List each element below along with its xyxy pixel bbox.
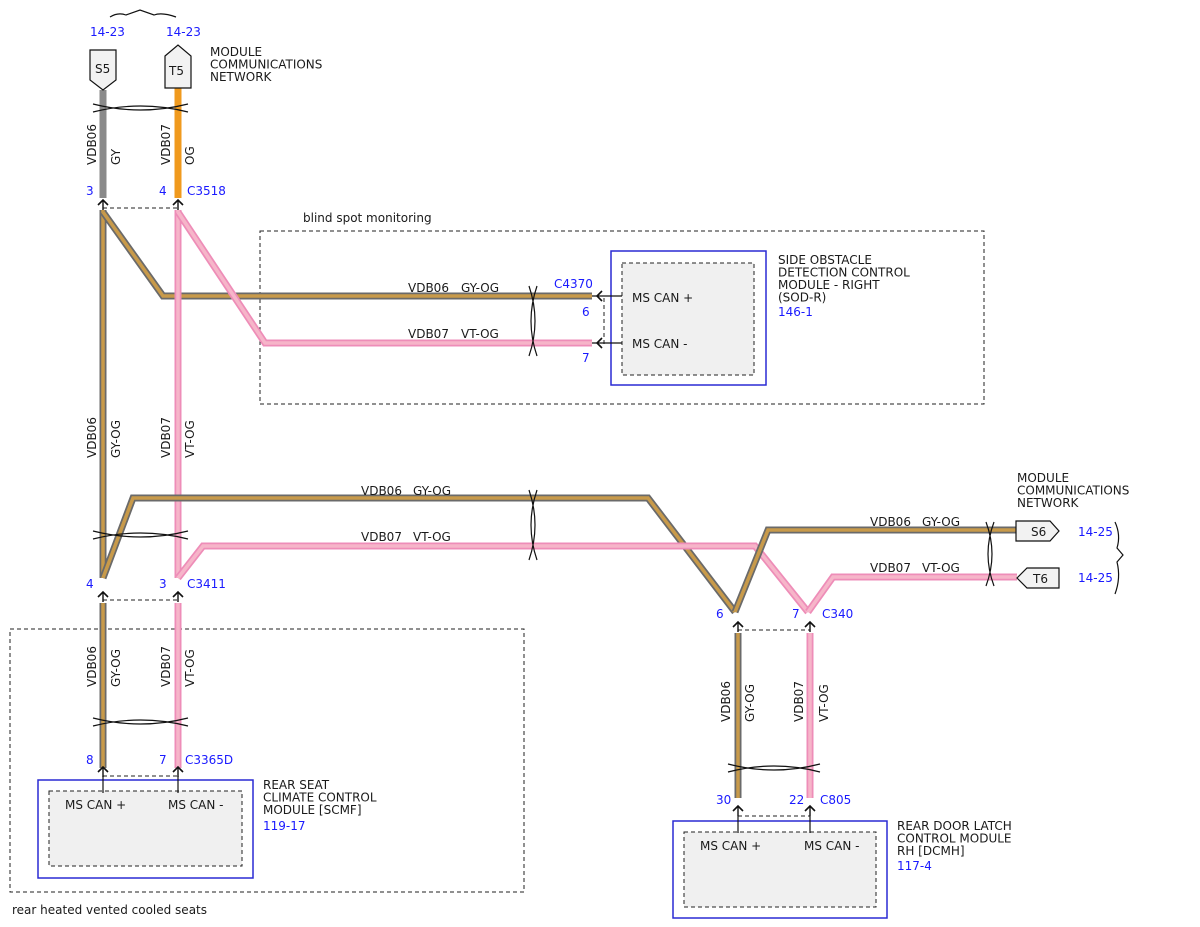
blind-spot-group-label: blind spot monitoring: [303, 211, 432, 225]
twist-right-icon: [985, 521, 995, 587]
pin-3-c3411: 3: [159, 577, 167, 591]
pin-6-c340: 6: [716, 607, 724, 621]
connector-c3365d: C3365D: [185, 753, 233, 767]
pin-7-c3365d: 7: [159, 753, 167, 767]
pin-8-c3365d: 8: [86, 753, 94, 767]
dcmh-module[interactable]: MS CAN + MS CAN -: [672, 820, 888, 919]
bsm-wire2-color: VT-OG: [461, 327, 499, 341]
mid-wire1-circuit: VDB06: [361, 484, 402, 498]
connector-c3518: C3518: [187, 184, 226, 198]
ref-brace-icon: [109, 9, 177, 18]
twist-c3411-icon: [92, 530, 189, 540]
dl-left-circuit: VDB06: [719, 681, 733, 722]
twist-bsm-icon: [528, 285, 538, 357]
pin-3-c3518: 3: [86, 184, 94, 198]
ref-s6: 14-25: [1078, 525, 1113, 539]
connector-s6[interactable]: S6: [1015, 520, 1060, 542]
sod-r-module-name: SIDE OBSTACLE DETECTION CONTROL MODULE -…: [778, 253, 914, 305]
ref-t6: 14-25: [1078, 571, 1113, 585]
right-wire2-circuit: VDB07: [870, 561, 911, 575]
sod-r-module-ref: 146-1: [778, 305, 813, 319]
dl-right-color: VT-OG: [817, 684, 831, 722]
wire-gy-og-to-c4370: [100, 209, 592, 300]
dcmh-pin-ms-can-plus: MS CAN +: [700, 839, 761, 853]
pin-4-c3411: 4: [86, 577, 94, 591]
mid-wire1-color: GY-OG: [413, 484, 451, 498]
twist-door-latch-icon: [727, 763, 821, 773]
dcmh-module-ref: 117-4: [897, 859, 932, 873]
top-wire-circuit-vdb07: VDB07: [159, 124, 173, 165]
svg-text:T5: T5: [168, 64, 184, 78]
right-wire2-color: VT-OG: [922, 561, 960, 575]
scmf-module-name: REAR SEAT CLIMATE CONTROL MODULE [SCMF]: [263, 778, 380, 817]
twist-mid-icon: [528, 489, 538, 561]
right-network-label: MODULE COMMUNICATIONS NETWORK: [1017, 471, 1133, 510]
ref-t5: 14-23: [166, 25, 201, 39]
trunk-right-color: VT-OG: [183, 420, 197, 458]
terminal-c4370-6-chevron-icon: [595, 290, 603, 302]
wire-gy-og-mid: [99, 494, 738, 615]
connector-s5[interactable]: S5: [89, 49, 117, 91]
scmf-pin-ms-can-plus: MS CAN +: [65, 798, 126, 812]
top-wire-color-gy: GY: [109, 148, 123, 165]
pin-7-c340: 7: [792, 607, 800, 621]
twist-top-icon: [92, 103, 189, 113]
rear-seat-group-box: [9, 628, 525, 893]
top-wire-color-og: OG: [183, 146, 197, 165]
dcmh-pin-ms-can-minus: MS CAN -: [804, 839, 860, 853]
connector-t5[interactable]: T5: [164, 44, 192, 89]
bsm-wire1-circuit: VDB06: [408, 281, 449, 295]
dl-right-circuit: VDB07: [792, 681, 806, 722]
wire-vt-og-mid: [175, 542, 811, 615]
connector-c4370: C4370: [554, 277, 593, 291]
top-wire-circuit-vdb06: VDB06: [85, 124, 99, 165]
connector-c340: C340: [822, 607, 853, 621]
terminal-c4370-7-chevron-icon: [595, 337, 603, 349]
pin-22-c805: 22: [789, 793, 804, 807]
ref-s5: 14-23: [90, 25, 125, 39]
right-wire1-circuit: VDB06: [870, 515, 911, 529]
wire-vt-og-to-c4370: [175, 210, 592, 347]
twist-rear-seat-icon: [92, 717, 189, 727]
connector-c805: C805: [820, 793, 851, 807]
top-network-label: MODULE COMMUNICATIONS NETWORK: [210, 45, 326, 84]
rs-right-circuit: VDB07: [159, 646, 173, 687]
svg-text:S6: S6: [1031, 525, 1046, 539]
pin-6-c4370: 6: [582, 305, 590, 319]
bsm-wire2-circuit: VDB07: [408, 327, 449, 341]
wire-vt-og-to-t6: [805, 573, 1017, 615]
sod-r-pin-ms-can-plus: MS CAN +: [632, 291, 693, 305]
rs-right-color: VT-OG: [183, 649, 197, 687]
mid-wire2-color: VT-OG: [413, 530, 451, 544]
connector-c3411: C3411: [187, 577, 226, 591]
rear-seat-group-label: rear heated vented cooled seats: [12, 903, 207, 917]
ref-brace-right-icon: [1114, 521, 1124, 595]
pin-30-c805: 30: [716, 793, 731, 807]
right-wire1-color: GY-OG: [922, 515, 960, 529]
wire-harness: [99, 88, 1017, 798]
dcmh-module-name: REAR DOOR LATCH CONTROL MODULE RH [DCMH]: [897, 819, 1016, 858]
trunk-left-circuit: VDB06: [85, 417, 99, 458]
mid-wire2-circuit: VDB07: [361, 530, 402, 544]
svg-text:S5: S5: [95, 62, 110, 76]
trunk-right-circuit: VDB07: [159, 417, 173, 458]
scmf-module[interactable]: MS CAN + MS CAN -: [37, 779, 254, 879]
trunk-left-color: GY-OG: [109, 420, 123, 458]
sod-r-module[interactable]: MS CAN + MS CAN -: [610, 250, 767, 386]
wire-gy-og-to-s6: [731, 526, 1016, 614]
scmf-module-ref: 119-17: [263, 819, 306, 833]
pin-7-c4370: 7: [582, 351, 590, 365]
svg-text:T6: T6: [1032, 572, 1048, 586]
terminal-marks: [92, 103, 995, 833]
dl-left-color: GY-OG: [743, 684, 757, 722]
bsm-wire1-color: GY-OG: [461, 281, 499, 295]
scmf-pin-ms-can-minus: MS CAN -: [168, 798, 224, 812]
rs-left-color: GY-OG: [109, 649, 123, 687]
connector-t6[interactable]: T6: [1016, 567, 1060, 589]
sod-r-pin-ms-can-minus: MS CAN -: [632, 337, 688, 351]
pin-4-c3518: 4: [159, 184, 167, 198]
rs-left-circuit: VDB06: [85, 646, 99, 687]
